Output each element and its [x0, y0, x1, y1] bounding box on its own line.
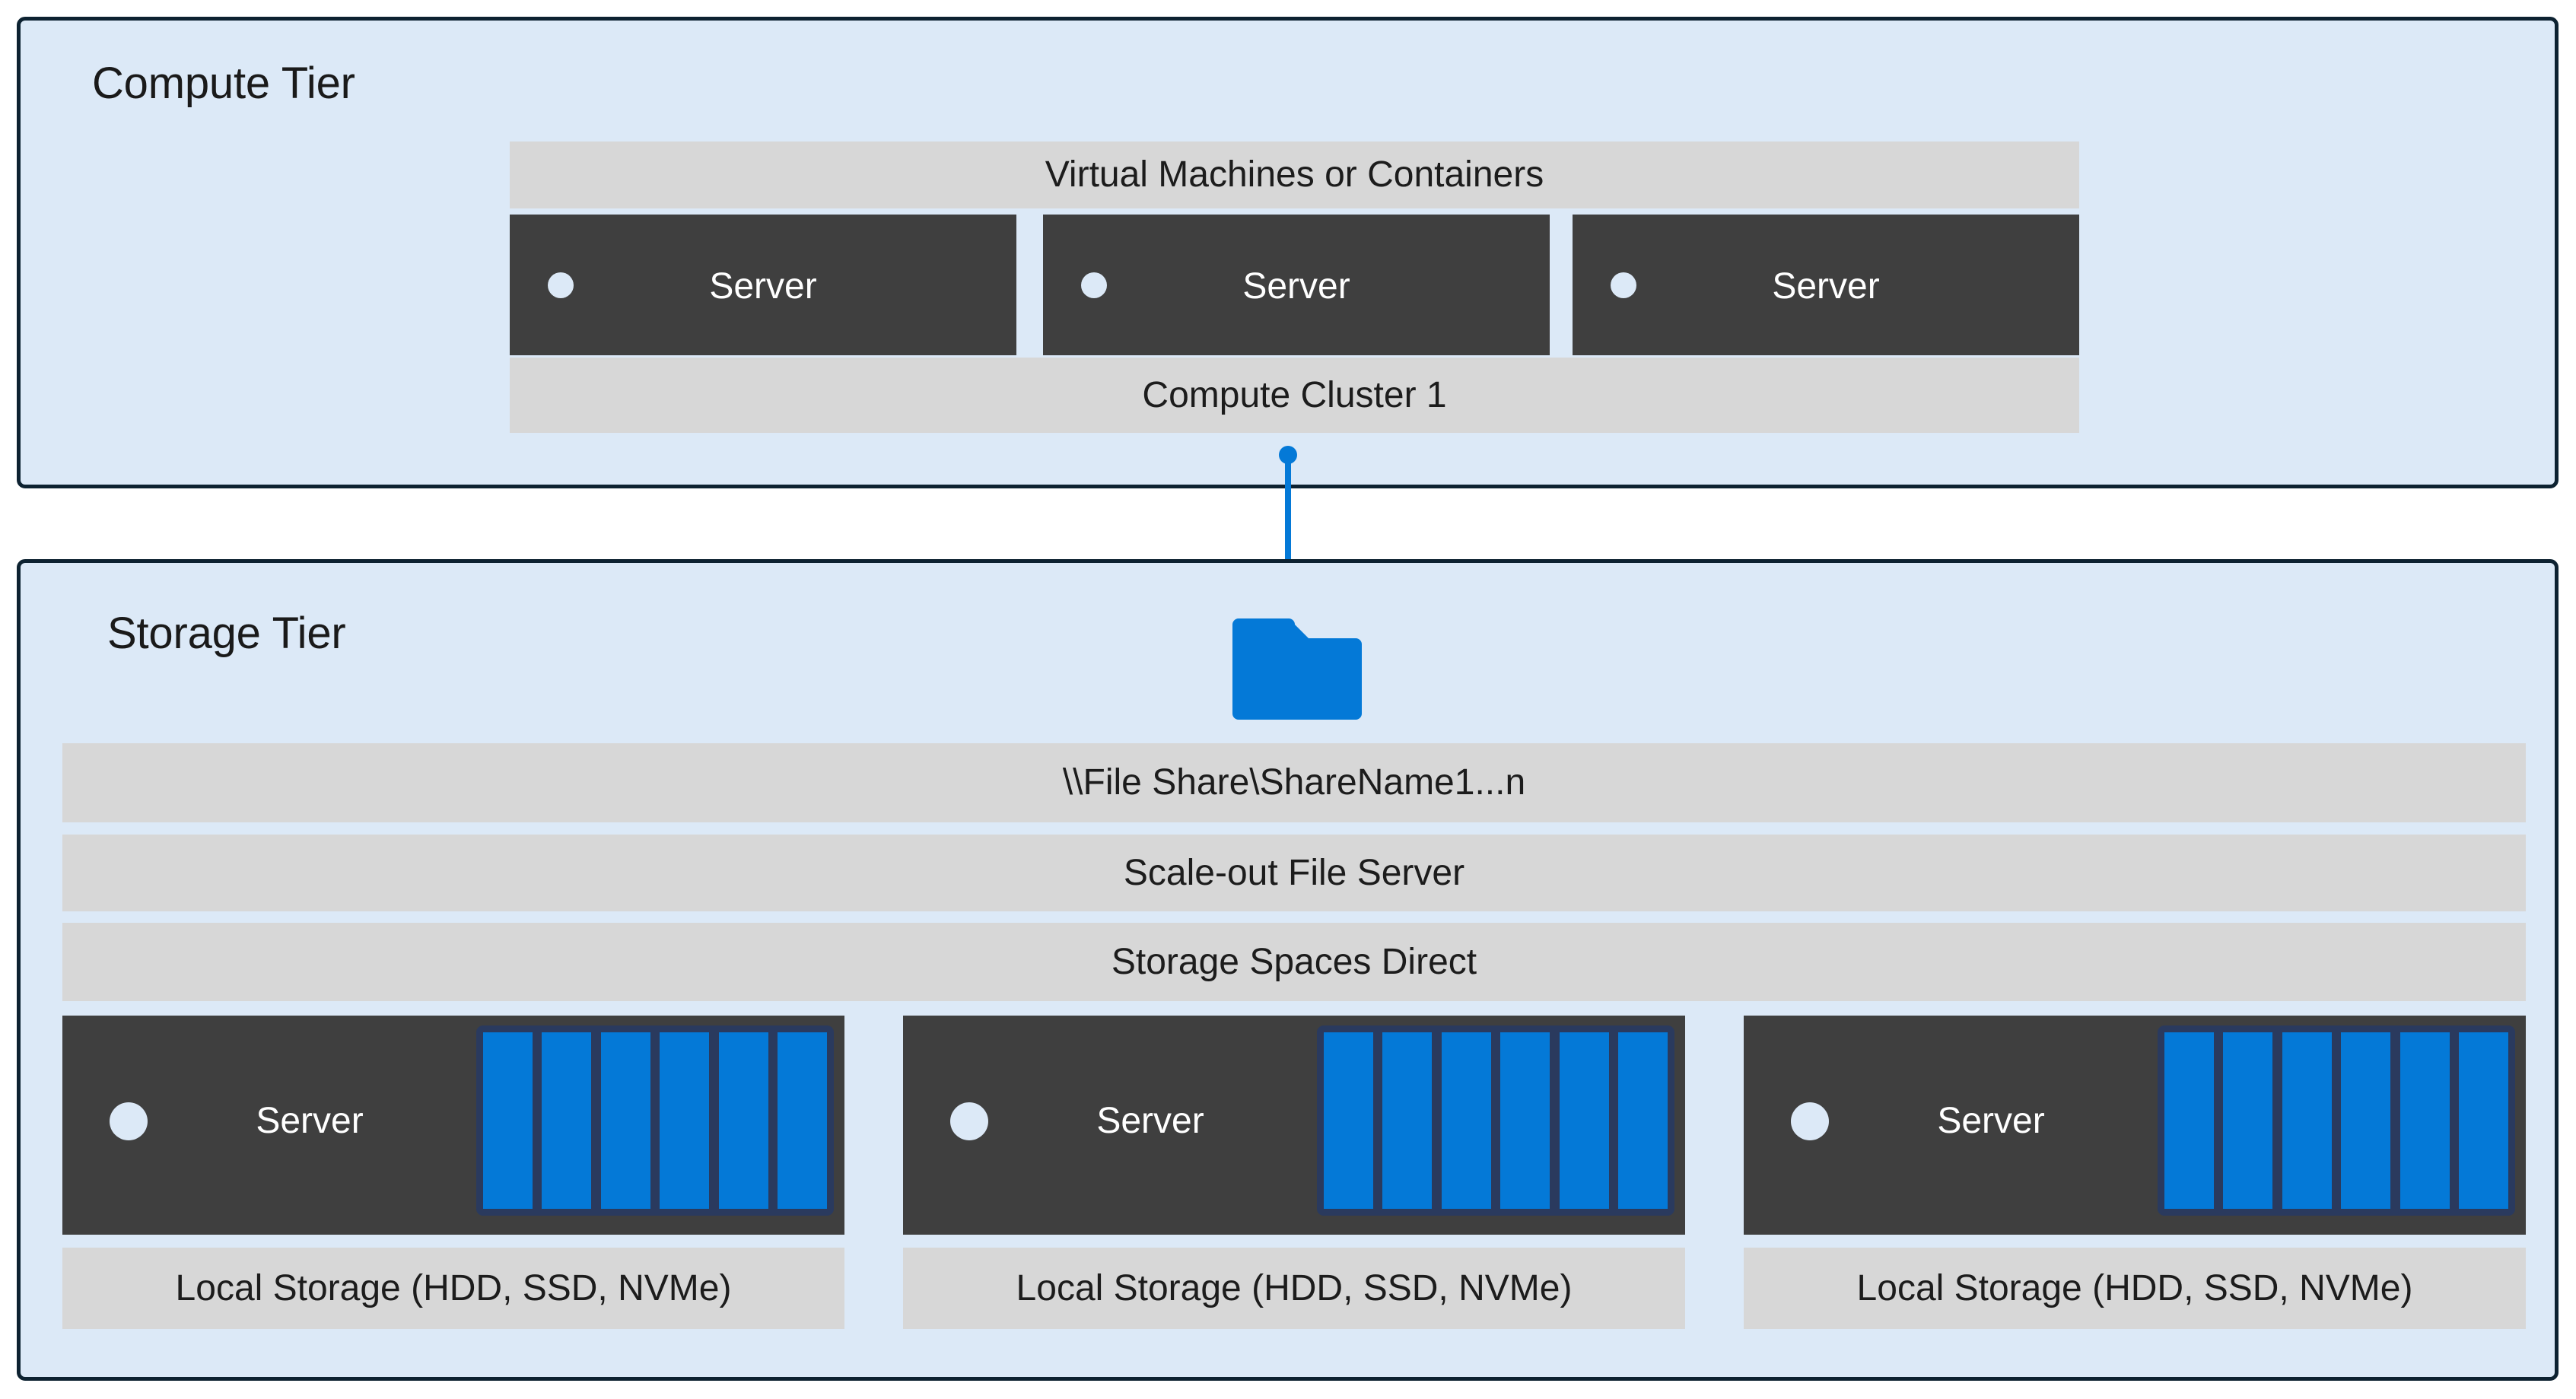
compute-server-1[interactable]: Server — [510, 215, 1016, 355]
local-storage-bar-2: Local Storage (HDD, SSD, NVMe) — [903, 1248, 1685, 1329]
disk-array-1 — [476, 1025, 834, 1216]
folder-icon — [1232, 618, 1362, 720]
disk-icon — [2223, 1032, 2273, 1209]
file-share-bar: \\File Share\ShareName1...n — [62, 743, 2526, 822]
local-storage-bar-1: Local Storage (HDD, SSD, NVMe) — [62, 1248, 844, 1329]
disk-icon — [2282, 1032, 2332, 1209]
virtual-machines-bar: Virtual Machines or Containers — [510, 141, 2079, 208]
disk-array-3 — [2158, 1025, 2515, 1216]
disk-icon — [1617, 1032, 1668, 1209]
status-dot-icon — [110, 1102, 148, 1140]
status-dot-icon — [1081, 272, 1107, 298]
virtual-machines-bar-label: Virtual Machines or Containers — [1045, 154, 1544, 195]
storage-server-3[interactable]: Server — [1744, 1016, 2526, 1235]
disk-icon — [1382, 1032, 1433, 1209]
connector-endpoint-top-icon — [1279, 446, 1297, 464]
file-share-bar-label: \\File Share\ShareName1...n — [1062, 762, 1526, 803]
compute-server-3-label: Server — [1772, 266, 1880, 307]
local-storage-bar-3: Local Storage (HDD, SSD, NVMe) — [1744, 1248, 2526, 1329]
local-storage-bar-3-label: Local Storage (HDD, SSD, NVMe) — [1856, 1267, 2413, 1308]
disk-icon — [777, 1032, 827, 1209]
compute-server-3[interactable]: Server — [1573, 215, 2079, 355]
disk-icon — [1500, 1032, 1550, 1209]
scale-out-file-server-bar: Scale-out File Server — [62, 835, 2526, 911]
compute-tier-panel: Compute Tier Virtual Machines or Contain… — [17, 17, 2559, 488]
status-dot-icon — [950, 1102, 988, 1140]
disk-icon — [1324, 1032, 1373, 1209]
compute-tier-title: Compute Tier — [92, 59, 355, 108]
storage-server-2[interactable]: Server — [903, 1016, 1685, 1235]
compute-cluster-bar: Compute Cluster 1 — [510, 358, 2079, 433]
compute-cluster-bar-label: Compute Cluster 1 — [1142, 374, 1447, 415]
storage-server-1[interactable]: Server — [62, 1016, 844, 1235]
disk-icon — [2341, 1032, 2391, 1209]
disk-icon — [542, 1032, 592, 1209]
compute-server-2[interactable]: Server — [1043, 215, 1550, 355]
disk-icon — [483, 1032, 533, 1209]
disk-icon — [2164, 1032, 2214, 1209]
connector-line — [1285, 453, 1291, 613]
disk-icon — [600, 1032, 650, 1209]
compute-server-2-label: Server — [1242, 266, 1350, 307]
disk-icon — [660, 1032, 710, 1209]
disk-array-2 — [1317, 1025, 1674, 1216]
disk-icon — [718, 1032, 768, 1209]
storage-tier-panel: Storage Tier \\File Share\ShareName1...n… — [17, 559, 2559, 1381]
folder-icon-body — [1232, 638, 1362, 720]
disk-icon — [2458, 1032, 2508, 1209]
status-dot-icon — [1611, 272, 1636, 298]
disk-icon — [2399, 1032, 2450, 1209]
storage-server-2-label: Server — [1096, 1101, 1204, 1141]
local-storage-bar-2-label: Local Storage (HDD, SSD, NVMe) — [1016, 1267, 1573, 1308]
storage-spaces-direct-bar: Storage Spaces Direct — [62, 923, 2526, 1001]
status-dot-icon — [548, 272, 574, 298]
compute-server-1-label: Server — [709, 266, 817, 307]
storage-server-3-label: Server — [1937, 1101, 2045, 1141]
scale-out-file-server-bar-label: Scale-out File Server — [1123, 852, 1465, 893]
storage-server-1-label: Server — [256, 1101, 364, 1141]
storage-spaces-direct-bar-label: Storage Spaces Direct — [1111, 941, 1477, 982]
disk-icon — [1441, 1032, 1491, 1209]
disk-icon — [1559, 1032, 1609, 1209]
status-dot-icon — [1791, 1102, 1829, 1140]
local-storage-bar-1-label: Local Storage (HDD, SSD, NVMe) — [175, 1267, 732, 1308]
storage-tier-title: Storage Tier — [107, 609, 346, 658]
